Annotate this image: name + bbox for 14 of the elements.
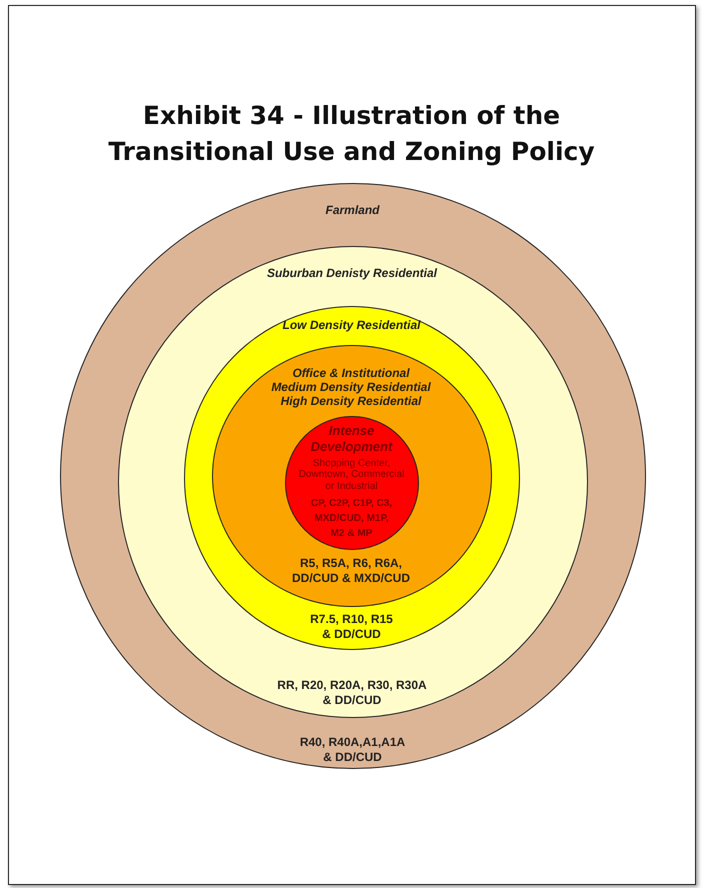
zone-label: Office & Institutional [291,366,411,381]
zoning-codes: R5, R5A, R6, R6A, DD/CUD & MXD/CUD [291,556,411,586]
zone-label: Medium Density Residential [270,380,432,395]
zoning-codes: R7.5, R10, R15 & DD/CUD [309,612,394,642]
zone-description: Shopping Center, Downtown, Commercial or Industrial [298,458,404,492]
zoning-codes: CP, C2P, C1P, C3, MXD/CUD, M1P, M2 & MP [310,496,394,540]
zone-label: Low Density Residential [281,318,422,332]
zoning-codes: R40, R40A,A1,A1A & DD/CUD [298,734,406,764]
zone-label: High Density Residential [280,394,422,409]
zoning-codes: RR, R20, R20A, R30, R30A & DD/CUD [276,678,428,708]
title: Exhibit 34 - Illustration of the Transitional Use and Zoning Policy [107,100,596,168]
zone-label: Farmland [324,202,380,218]
zone-label: Suburban Denisty Residential [266,266,438,281]
zone-label: Intense Development [310,422,394,454]
